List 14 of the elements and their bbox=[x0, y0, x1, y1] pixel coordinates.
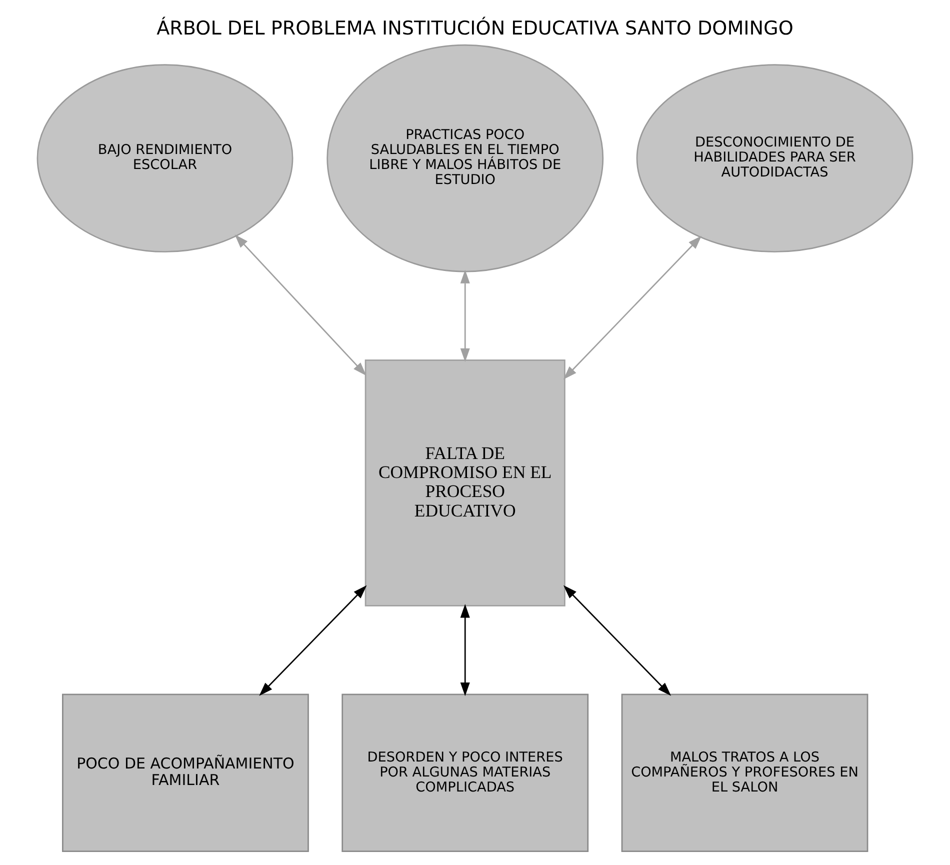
node-box: MALOS TRATOS A LOS COMPAÑEROS Y PROFESORES EN EL SALON bbox=[621, 694, 868, 852]
diagram-title: ÁRBOL DEL PROBLEMA INSTITUCIÓN EDUCATIVA SANTO DOMINGO bbox=[156, 16, 794, 40]
node-box: DESORDEN Y POCO INTERES POR ALGUNAS MATERIAS COMPLICADAS bbox=[342, 694, 589, 852]
arrow bbox=[259, 585, 367, 696]
arrow bbox=[460, 604, 470, 696]
node-ellipse: BAJO RENDIMIENTO ESCOLAR bbox=[36, 64, 294, 252]
node-ellipse: DESCONOCIMIENTO DE HABILIDADES PARA SER AUTODIDACTAS bbox=[636, 64, 914, 252]
arrow bbox=[234, 234, 366, 376]
node-box: POCO DE ACOMPAÑAMIENTO FAMILIAR bbox=[62, 694, 309, 852]
node-ellipse: PRACTICAS POCO SALUDABLES EN EL TIEMPO LIBRE Y MALOS HÁBITOS DE ESTUDIO bbox=[326, 44, 604, 272]
arrow bbox=[460, 270, 470, 362]
arrow bbox=[563, 585, 672, 696]
node-box: FALTA DE COMPROMISO EN EL PROCESO EDUCATIVO bbox=[364, 360, 566, 606]
arrow bbox=[563, 236, 702, 380]
